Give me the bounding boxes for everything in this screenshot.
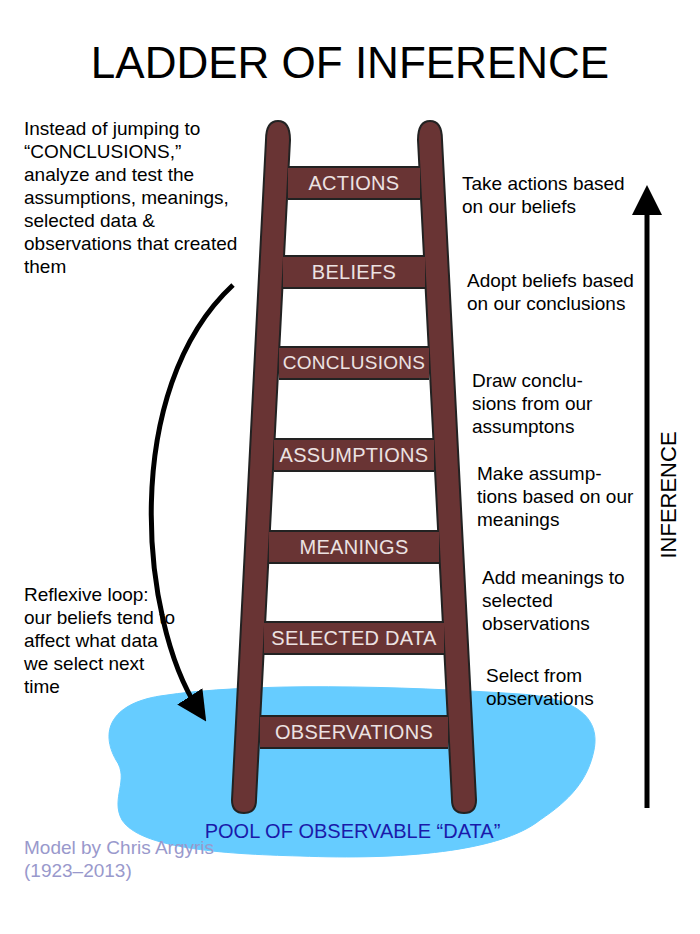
diagram-title: LADDER OF INFERENCE (0, 38, 700, 88)
ladder-rung: ACTIONS (288, 166, 420, 200)
rung-label: BELIEFS (312, 261, 396, 284)
rung-label: ACTIONS (308, 172, 399, 195)
instruction-note: Instead of jumping to “CONCLUSIONS,” ana… (24, 117, 242, 278)
rung-label: CONCLUSIONS (283, 352, 426, 374)
inference-arrow (645, 200, 650, 808)
reflexive-arrow (151, 285, 233, 709)
ladder-rung: OBSERVATIONS (260, 715, 449, 749)
axis-label: INFERENCE (657, 431, 681, 558)
step-description: Draw conclu- sions from our assumptons (472, 369, 632, 438)
rung-label: OBSERVATIONS (275, 721, 433, 744)
step-description: Take actions based on our beliefs (462, 172, 632, 218)
loop-note: Reflexive loop: our beliefs tend to affe… (24, 583, 176, 698)
ladder-rung: SELECTED DATA (264, 621, 443, 655)
ladder-rung: ASSUMPTIONS (274, 438, 434, 472)
ladder-rung: BELIEFS (283, 255, 425, 289)
step-description: Make assump- tions based on our meanings (477, 462, 635, 531)
credit-note: Model by Chris Argyris (1923–2013) (24, 836, 224, 882)
rung-label: MEANINGS (299, 536, 408, 559)
rung-label: SELECTED DATA (271, 627, 436, 650)
ladder-rung: MEANINGS (269, 530, 439, 564)
rung-label: ASSUMPTIONS (280, 444, 429, 467)
step-description: Select from observations (486, 664, 636, 710)
step-description: Adopt beliefs based on our conclusions (467, 269, 637, 315)
ladder-rung: CONCLUSIONS (279, 346, 430, 380)
step-description: Add meanings to selected observations (482, 566, 642, 635)
